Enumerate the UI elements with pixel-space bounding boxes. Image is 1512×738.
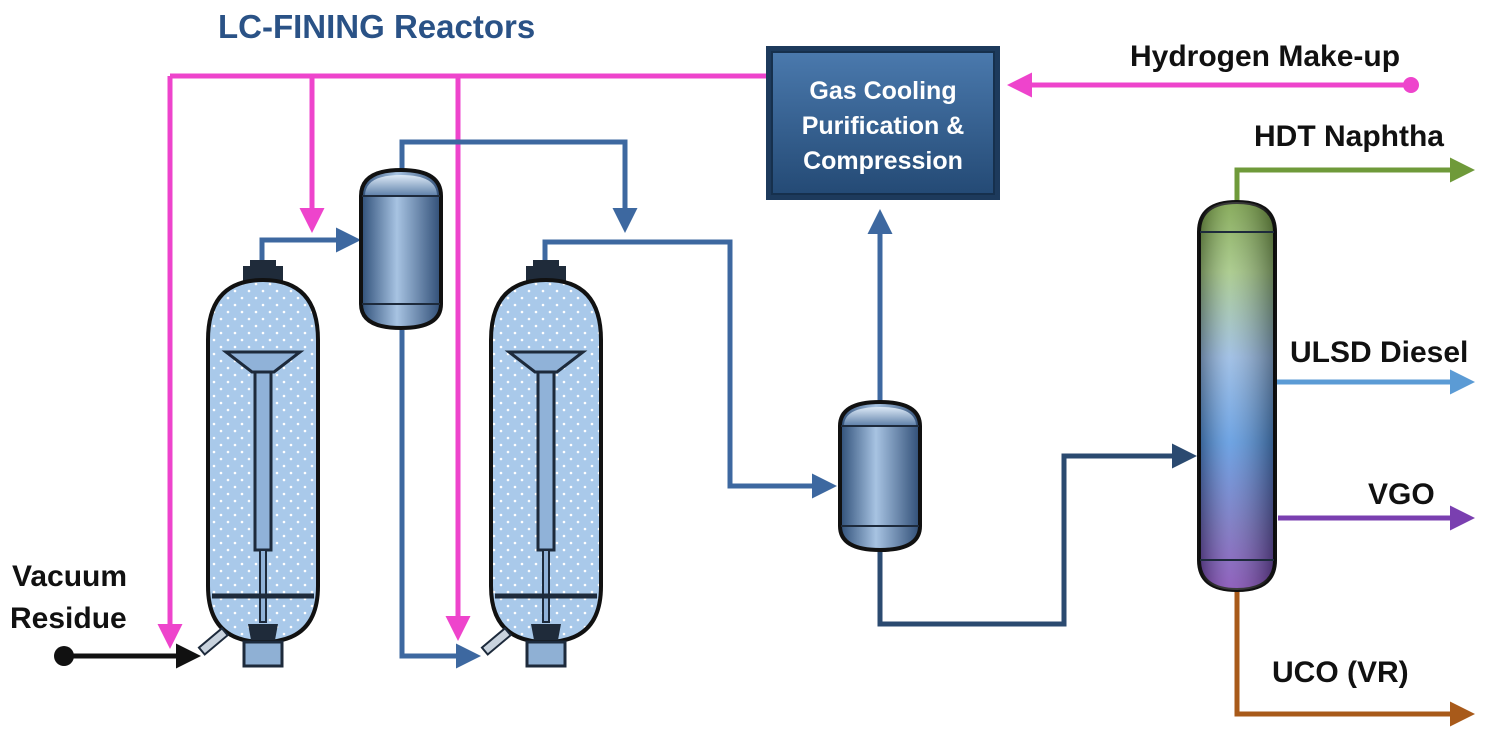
reactor-1 xyxy=(197,260,320,668)
reactor1-to-drum1-line xyxy=(259,227,361,270)
drum1-bottoms-line xyxy=(399,330,481,669)
separator-drum-1 xyxy=(359,167,443,331)
box-label-line3: Compression xyxy=(803,147,963,175)
label-vacuum-residue-line1: Vacuum xyxy=(12,560,127,593)
diagram-title: LC-FINING Reactors xyxy=(218,8,535,45)
drum2-bottoms-to-column-line xyxy=(877,443,1197,627)
process-lines xyxy=(259,139,1197,669)
hydrogen-source-dot xyxy=(1403,77,1419,93)
separator-drum-2 xyxy=(838,399,922,553)
label-hdt-naphtha: HDT Naphtha xyxy=(1254,120,1444,153)
box-label-line1: Gas Cooling xyxy=(809,77,956,105)
feed-line xyxy=(54,643,201,669)
naphtha-product-line xyxy=(1234,157,1475,204)
fractionation-column xyxy=(1197,199,1277,593)
hydrogen-lines xyxy=(157,72,1419,649)
reactor2-to-drum2-line xyxy=(542,239,837,499)
box-label-line2: Purification & xyxy=(802,112,965,140)
label-vgo: VGO xyxy=(1368,478,1435,511)
reactor-2 xyxy=(480,260,603,668)
gas-cooling-box: Gas Cooling Purification & Compression xyxy=(766,46,1000,200)
product-lines xyxy=(1234,157,1475,727)
label-uco-vr: UCO (VR) xyxy=(1272,656,1409,689)
label-ulsd-diesel: ULSD Diesel xyxy=(1290,336,1468,369)
label-vacuum-residue-line2: Residue xyxy=(10,602,127,635)
label-hydrogen-make-up: Hydrogen Make-up xyxy=(1130,40,1400,73)
drum1-overhead-line xyxy=(399,139,638,233)
uco-product-line xyxy=(1234,588,1475,727)
